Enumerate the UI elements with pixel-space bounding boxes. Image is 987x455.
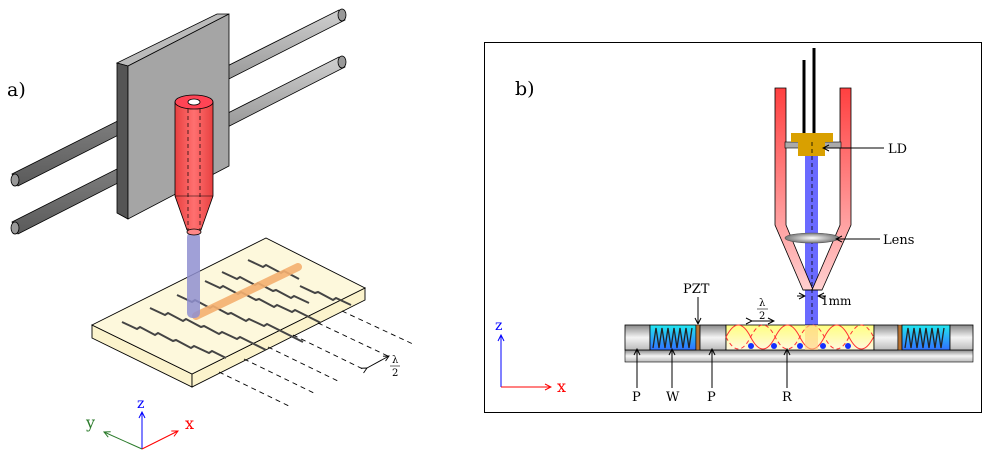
pzt-transducer [897, 324, 903, 351]
x-axis-label-b: x [557, 377, 566, 396]
laser-nozzle-a [174, 94, 214, 236]
standing-wave [725, 324, 875, 350]
spring-icon [904, 327, 945, 349]
particle-lines [121, 259, 352, 359]
spring-icon [652, 327, 693, 349]
laser-beam-a [187, 232, 200, 318]
lens-label: Lens [883, 233, 914, 248]
acoustofluidic-chip [624, 324, 974, 363]
substrate [624, 349, 974, 363]
laser-diode [784, 133, 842, 156]
panel-a: a) [7, 8, 416, 450]
lambda-half-a-num: λ [392, 355, 399, 366]
lambda-half-a-den: 2 [392, 368, 398, 379]
label-r: R [782, 390, 793, 405]
lambda-half-b-num: λ [759, 298, 766, 309]
ld-label: LD [888, 142, 907, 157]
pmma-block [624, 324, 651, 351]
panel-a-label: a) [7, 79, 26, 101]
particles [748, 343, 851, 349]
slab: λ 2 [90, 237, 416, 408]
label-p-right: P [707, 390, 716, 405]
axes-a: z x y [85, 396, 194, 450]
node-dashed-lines [218, 310, 416, 408]
pmma-block [699, 324, 727, 351]
axes-b: z x [495, 318, 566, 396]
y-axis-label-a: y [85, 413, 95, 432]
pmma-block [873, 324, 899, 351]
laser-track [192, 263, 302, 320]
pzt-transducer [695, 324, 701, 351]
label-p-left: P [632, 390, 641, 405]
z-axis-label-a: z [137, 396, 144, 412]
lambda-half-arrow-a [367, 356, 389, 368]
beam-width-label: 1mm [821, 294, 852, 308]
panel-b: b) LD Lens 1mm [484, 42, 982, 413]
z-axis-label-b: z [495, 318, 502, 334]
pmma-block [949, 324, 974, 351]
label-w: W [666, 390, 680, 405]
x-axis-label-a: x [185, 414, 194, 433]
lens [784, 232, 840, 244]
pzt-label: PZT [683, 282, 710, 297]
lambda-half-b-den: 2 [759, 311, 765, 322]
laser-beam-b [805, 152, 818, 342]
panel-b-label: b) [515, 78, 535, 100]
